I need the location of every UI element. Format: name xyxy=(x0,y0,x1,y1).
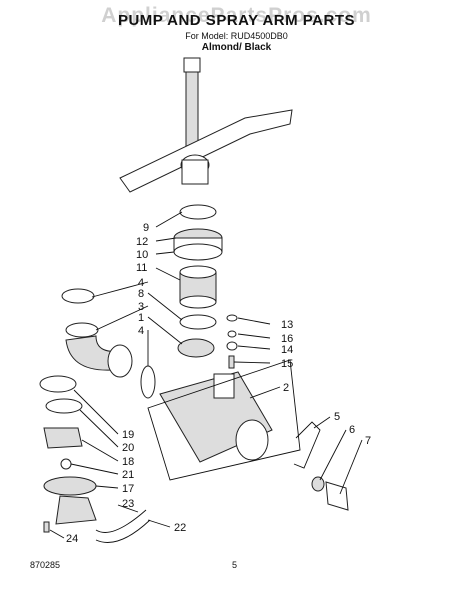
color-line: Almond/ Black xyxy=(201,42,272,53)
filter-sump xyxy=(39,375,151,543)
callout-15: 15 xyxy=(281,358,293,370)
callout-4b: 4 xyxy=(138,325,144,337)
callout-3: 3 xyxy=(138,301,144,313)
leader-lines xyxy=(49,211,363,539)
callout-6: 6 xyxy=(349,424,355,436)
callout-8: 8 xyxy=(138,288,144,300)
callout-5: 5 xyxy=(334,411,340,423)
callout-14: 14 xyxy=(281,344,293,356)
callout-7: 7 xyxy=(365,435,371,447)
callout-19: 19 xyxy=(122,429,134,441)
model-line: For Model: RUD4500DB0 xyxy=(185,31,288,41)
callout-10: 10 xyxy=(136,249,148,261)
small-parts xyxy=(226,314,349,511)
callout-18: 18 xyxy=(122,456,134,468)
page-number: 5 xyxy=(232,560,238,570)
callout-20: 20 xyxy=(122,442,134,454)
hose-assembly xyxy=(61,288,156,399)
callout-22: 22 xyxy=(174,522,186,534)
callout-24: 24 xyxy=(66,533,78,545)
callout-9: 9 xyxy=(143,222,149,234)
callout-12: 12 xyxy=(136,236,148,248)
diagram-title: PUMP AND SPRAY ARM PARTS xyxy=(117,12,356,29)
callout-17: 17 xyxy=(122,483,134,495)
callout-21: 21 xyxy=(122,469,134,481)
footer-code: 870285 xyxy=(30,560,61,570)
watermark: AppliancePartsPros.com xyxy=(101,4,372,27)
pump-motor xyxy=(147,359,301,481)
callout-13: 13 xyxy=(281,319,293,331)
callout-23: 23 xyxy=(122,498,134,510)
callout-1: 1 xyxy=(138,312,144,324)
callout-labels: 9 12 10 11 4 8 3 1 4 13 16 14 15 2 5 6 7… xyxy=(66,222,371,545)
callout-4a: 4 xyxy=(138,277,144,289)
spray-arm-assembly xyxy=(119,57,293,193)
stack-parts xyxy=(173,204,223,358)
callout-11: 11 xyxy=(136,262,147,274)
callout-2: 2 xyxy=(283,382,289,394)
callout-16: 16 xyxy=(281,333,293,345)
